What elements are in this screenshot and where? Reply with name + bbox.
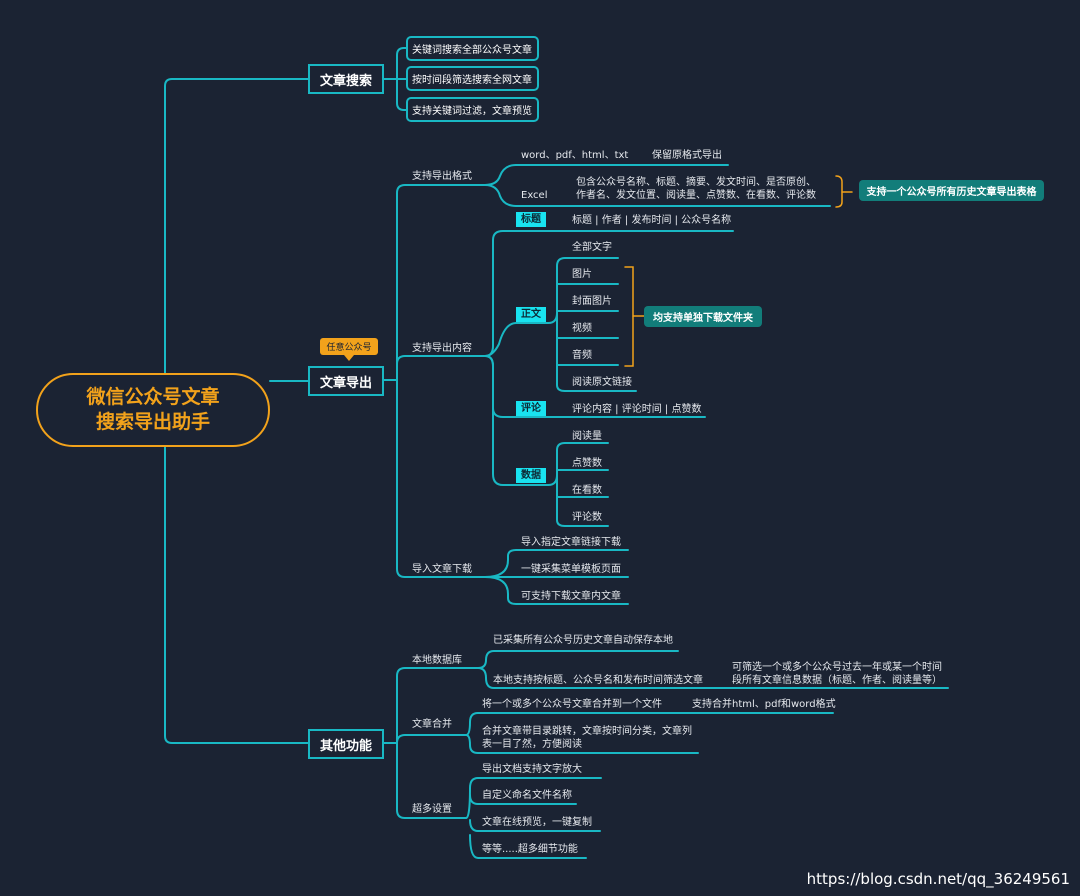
search-item-2: 按时间段筛选搜索全网文章: [406, 66, 539, 91]
excel-note: 支持一个公众号所有历史文章导出表格: [859, 180, 1044, 201]
more-item: 导出文档支持文字放大: [482, 764, 582, 775]
data-item: 在看数: [572, 485, 602, 496]
body-item: 封面图片: [572, 296, 612, 307]
db-item-1: 已采集所有公众号历史文章自动保存本地: [493, 635, 673, 646]
tag-title: 标题: [516, 212, 546, 227]
excel-desc-line1: 包含公众号名称、标题、摘要、发文时间、是否原创、: [576, 177, 816, 188]
merge-item-2-line2: 表一目了然，方便阅读: [482, 739, 582, 750]
tag-comment: 评论: [516, 401, 546, 416]
root-node: 微信公众号文章 搜索导出助手: [36, 373, 270, 447]
node-other-features: 其他功能: [308, 729, 384, 759]
more-item: 文章在线预览，一键复制: [482, 817, 592, 828]
watermark: https://blog.csdn.net/qq_36249561: [806, 870, 1070, 888]
db-item-2-note-line1: 可筛选一个或多个公众号过去一年或某一个时间: [732, 662, 942, 673]
tag-data: 数据: [516, 468, 546, 483]
import-item: 导入指定文章链接下载: [521, 537, 621, 548]
db-item-2: 本地支持按标题、公众号名和发布时间筛选文章: [493, 675, 703, 686]
excel-label: Excel: [521, 190, 548, 201]
search-item-3: 支持关键词过滤，文章预览: [406, 97, 539, 122]
title-desc: 标题 | 作者 | 发布时间 | 公众号名称: [572, 215, 732, 226]
body-item: 阅读原文链接: [572, 377, 632, 388]
root-title-line1: 微信公众号文章: [86, 386, 220, 408]
more-label: 超多设置: [412, 804, 452, 815]
tag-body: 正文: [516, 307, 546, 322]
word-formats: word、pdf、html、txt: [521, 150, 629, 161]
any-account-callout: 任意公众号: [320, 338, 378, 361]
node-article-export: 文章导出: [308, 366, 384, 396]
more-item: 自定义命名文件名称: [482, 790, 572, 801]
body-item: 图片: [572, 269, 592, 280]
more-item: 等等.....超多细节功能: [482, 844, 578, 855]
db-label: 本地数据库: [412, 655, 462, 666]
node-article-search: 文章搜索: [308, 64, 384, 94]
db-item-2-note-line2: 段所有文章信息数据（标题、作者、阅读量等）: [732, 675, 942, 686]
body-item: 音频: [572, 350, 592, 361]
excel-desc-line2: 作者名、发文位置、阅读量、点赞数、在看数、评论数: [576, 190, 816, 201]
body-item: 全部文字: [572, 242, 612, 253]
body-item: 视频: [572, 323, 592, 334]
merge-item-1-note: 支持合并html、pdf和word格式: [692, 699, 836, 710]
root-title-line2: 搜索导出助手: [95, 411, 210, 433]
content-label: 支持导出内容: [412, 343, 472, 354]
merge-item-1: 将一个或多个公众号文章合并到一个文件: [482, 699, 662, 710]
comment-desc: 评论内容 | 评论时间 | 点赞数: [572, 404, 702, 415]
merge-label: 文章合并: [412, 719, 452, 730]
data-item: 阅读量: [572, 431, 602, 442]
data-item: 点赞数: [572, 458, 602, 469]
formats-label: 支持导出格式: [412, 171, 472, 182]
merge-item-2-line1: 合并文章带目录跳转，文章按时间分类，文章列: [482, 726, 692, 737]
import-item: 可支持下载文章内文章: [521, 591, 621, 602]
import-label: 导入文章下载: [412, 564, 472, 575]
data-item: 评论数: [572, 512, 602, 523]
word-formats-note: 保留原格式导出: [652, 150, 722, 161]
body-note: 均支持单独下载文件夹: [644, 306, 762, 327]
import-item: 一键采集菜单模板页面: [521, 564, 621, 575]
search-item-1: 关键词搜索全部公众号文章: [406, 36, 539, 61]
